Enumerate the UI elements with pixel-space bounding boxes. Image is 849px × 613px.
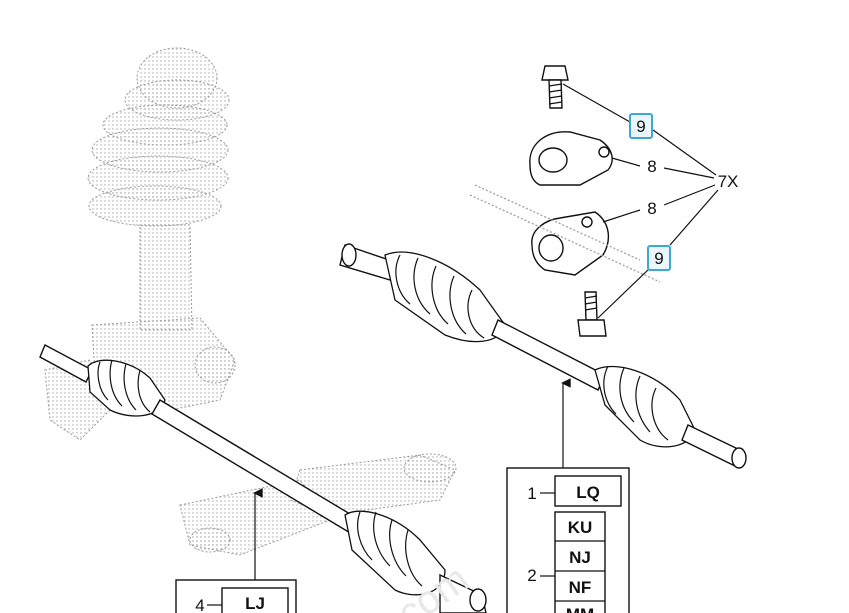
row-index-1: 1 <box>527 484 536 503</box>
row-index-4: 4 <box>195 596 204 613</box>
callout-9-bottom-text: 9 <box>654 249 663 268</box>
right-drive-shaft <box>339 243 747 469</box>
code-cell-lj <box>221 587 289 613</box>
code-nf-text: NF <box>569 578 592 597</box>
bearing-bracket-parts <box>469 65 661 337</box>
leader-lines <box>253 83 719 580</box>
callout-8-bottom: 8 <box>647 199 656 218</box>
code-cell-lq <box>554 475 622 507</box>
left-drive-shaft <box>39 344 487 613</box>
code-nj-text: NJ <box>569 548 591 567</box>
top-bolt-shank <box>548 79 563 109</box>
left-shaft-code-box: 4 LJ <box>175 579 297 613</box>
callout-8-top: 8 <box>647 157 656 176</box>
code-mm-text: MM <box>566 605 594 613</box>
callout-9-top-text: 9 <box>636 117 645 136</box>
callout-item-9-bottom: 9 <box>647 245 671 271</box>
ghost-suspension-assembly <box>44 47 457 556</box>
callout-item-9-top: 9 <box>629 113 653 139</box>
code-ku-text: KU <box>568 518 593 537</box>
code-lj-text: LJ <box>245 594 265 613</box>
code-lq-text: LQ <box>576 483 600 502</box>
right-shaft-code-box: 1 LQ 2 KU NJ NF MM <box>506 467 630 613</box>
row-index-2: 2 <box>527 566 536 585</box>
bottom-bolt-head <box>577 319 607 337</box>
code-group-2 <box>554 511 606 613</box>
top-bolt-head <box>541 65 569 81</box>
callout-7x: 7X <box>718 172 739 191</box>
